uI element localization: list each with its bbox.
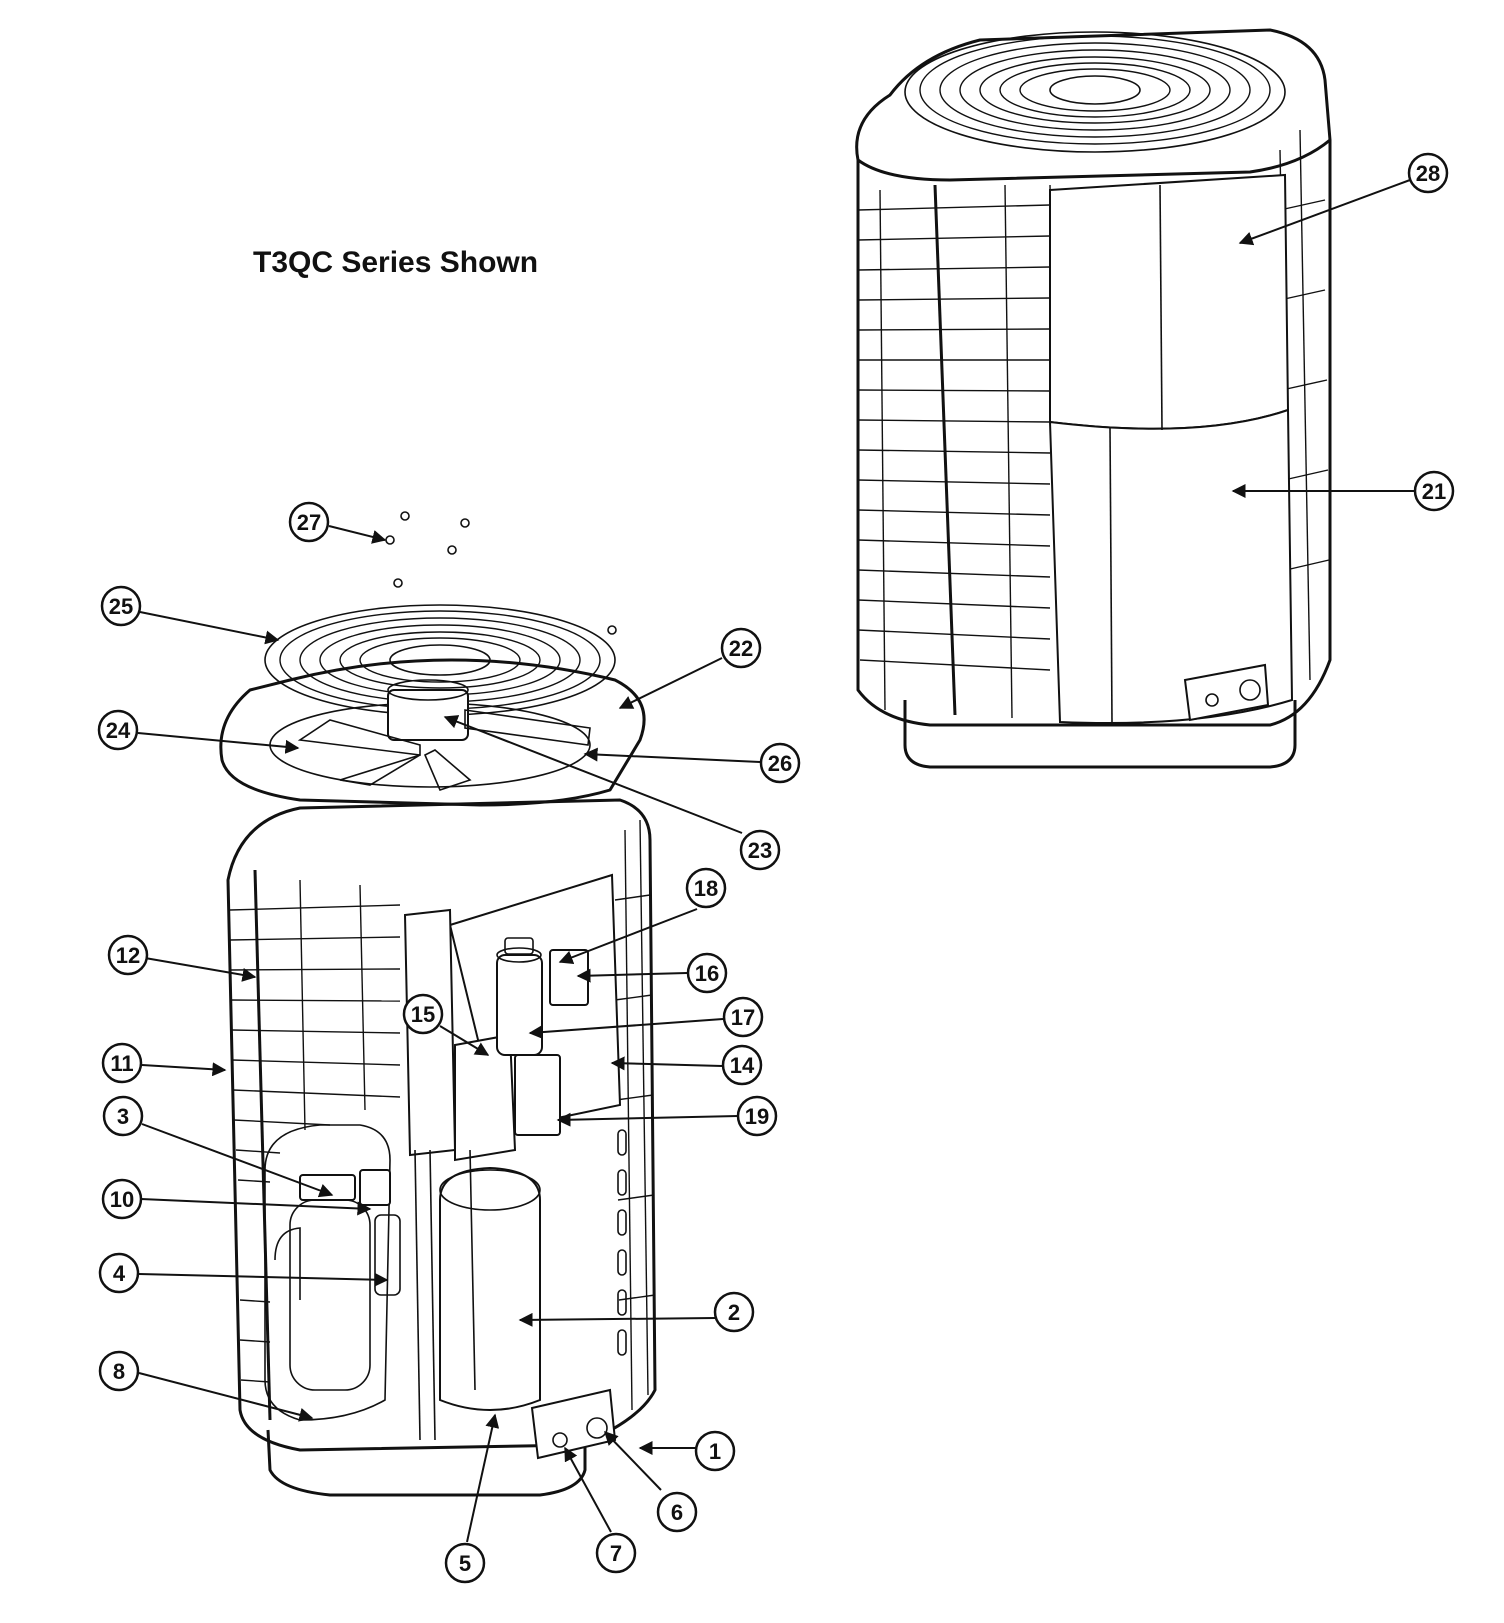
callout-16: 16: [686, 952, 728, 994]
callout-5: 5: [444, 1542, 486, 1584]
svg-text:26: 26: [768, 751, 792, 776]
callouts: 27 25 22 24 26 23 18 16 12 17 15 14 11 1…: [97, 152, 1455, 1584]
svg-text:27: 27: [297, 510, 321, 535]
callout-3: 3: [102, 1095, 144, 1137]
svg-text:1: 1: [709, 1439, 721, 1464]
top-cap-panel: [1049, 173, 1290, 430]
svg-text:8: 8: [113, 1359, 125, 1384]
callout-25: 25: [100, 585, 142, 627]
callout-6: 6: [656, 1491, 698, 1533]
svg-text:19: 19: [745, 1104, 769, 1129]
callout-14: 14: [721, 1044, 763, 1086]
svg-text:5: 5: [459, 1551, 471, 1576]
callout-19: 19: [736, 1095, 778, 1137]
assembled-coil-grill: [857, 184, 1061, 721]
callout-4: 4: [98, 1252, 140, 1294]
svg-text:22: 22: [729, 636, 753, 661]
assembled-unit: [855, 28, 1332, 769]
svg-text:25: 25: [109, 594, 133, 619]
svg-text:11: 11: [110, 1051, 133, 1076]
callout-26: 26: [759, 742, 801, 784]
fan-nuts: [385, 511, 617, 635]
callout-28: 28: [1407, 152, 1449, 194]
coil-hairpins: [617, 1129, 627, 1356]
callout-8: 8: [98, 1350, 140, 1392]
leader-lines: [137, 179, 1416, 1543]
compressor: [439, 1166, 541, 1411]
fan-guard: [264, 604, 616, 716]
svg-text:3: 3: [117, 1104, 129, 1129]
callout-21: 21: [1413, 470, 1455, 512]
callout-15: 15: [402, 993, 444, 1035]
svg-text:6: 6: [671, 1500, 683, 1525]
callout-22: 22: [720, 627, 762, 669]
svg-text:18: 18: [694, 876, 718, 901]
callout-1: 1: [694, 1430, 736, 1472]
callout-17: 17: [722, 996, 764, 1038]
callout-27: 27: [288, 501, 330, 543]
top-panel: [219, 658, 646, 807]
svg-text:23: 23: [748, 838, 772, 863]
callout-11: 11: [101, 1042, 143, 1084]
tubing: [414, 1149, 476, 1441]
svg-text:10: 10: [110, 1187, 134, 1212]
svg-text:28: 28: [1416, 161, 1440, 186]
svg-text:4: 4: [113, 1261, 126, 1286]
svg-text:14: 14: [730, 1053, 755, 1078]
svg-text:7: 7: [610, 1541, 622, 1566]
coil-guard: [229, 869, 401, 1421]
callout-18: 18: [685, 867, 727, 909]
callout-24: 24: [97, 709, 139, 751]
svg-text:24: 24: [106, 718, 131, 743]
top-fan-guard: [919, 35, 1271, 145]
svg-text:16: 16: [695, 961, 719, 986]
svg-text:15: 15: [411, 1002, 435, 1027]
svg-text:21: 21: [1422, 479, 1446, 504]
service-valve-plate: [530, 1388, 617, 1460]
svg-text:17: 17: [731, 1005, 755, 1030]
callout-12: 12: [107, 934, 149, 976]
diagram-title: T3QC Series Shown: [253, 246, 538, 279]
callout-23: 23: [739, 829, 781, 871]
callout-7: 7: [595, 1532, 637, 1574]
svg-text:12: 12: [116, 943, 140, 968]
callout-2: 2: [713, 1291, 755, 1333]
capacitor: [496, 937, 543, 1056]
side-coil-guard: [614, 819, 656, 1411]
svg-text:2: 2: [728, 1300, 740, 1325]
callout-10: 10: [101, 1178, 143, 1220]
